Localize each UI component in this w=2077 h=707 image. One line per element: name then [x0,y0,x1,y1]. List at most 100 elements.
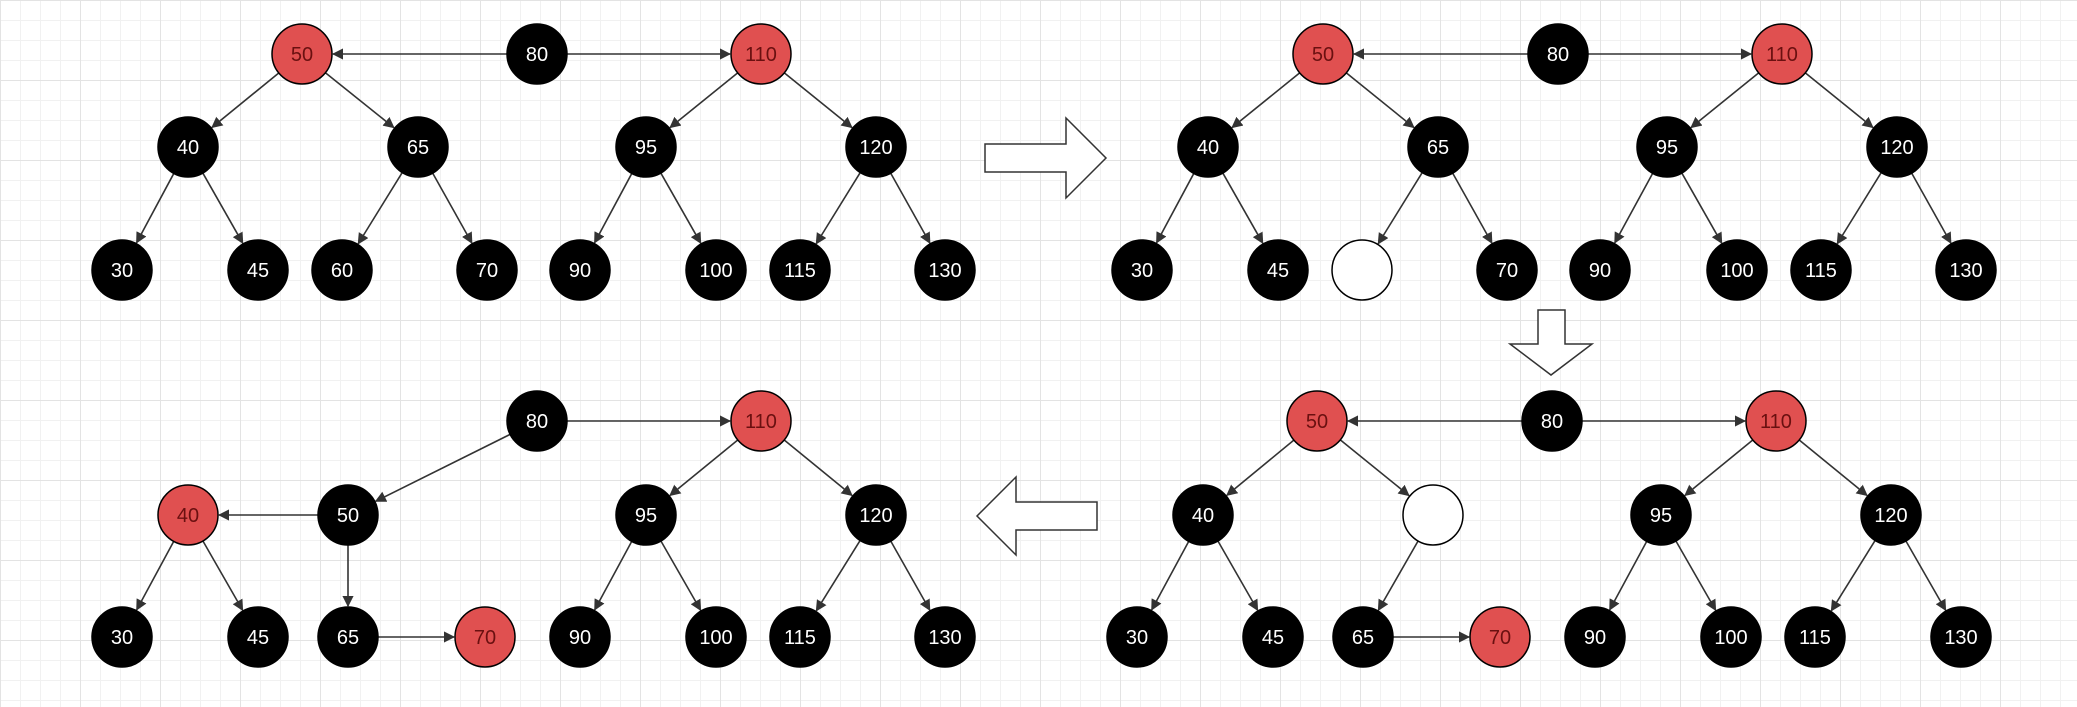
edge-110-to-120 [783,439,853,497]
tree-node-80: 80 [1521,390,1583,452]
node-label: 70 [1489,627,1511,649]
node-label: 120 [1880,137,1913,159]
node-label: 120 [1874,505,1907,527]
tree-node-115: 115 [1784,606,1846,668]
edge-110-to-95 [669,439,739,497]
tree-node-120: 120 [1866,116,1928,178]
node-circle [1527,23,1589,85]
node-label: 80 [526,44,548,66]
edge-95-to-100 [1675,540,1717,612]
edge-40-to-45 [202,172,244,245]
tree-node-30: 30 [91,239,153,301]
node-circle [1247,239,1309,301]
tree-node-90: 90 [1569,239,1631,301]
node-circle [1292,23,1354,85]
node-circle [730,23,792,85]
node-circle [685,239,747,301]
transition-arrow-left [975,475,1098,557]
node-label: 50 [1312,44,1334,66]
node-circle [506,23,568,85]
edge-120-to-130 [890,540,931,611]
node-circle [549,606,611,668]
node-label: 45 [247,627,269,649]
edge-110-to-95 [1690,72,1760,129]
tree-node-130: 130 [1930,606,1992,668]
edge-95-to-100 [660,540,702,612]
node-label: 130 [1944,627,1977,649]
tree-node-90: 90 [549,239,611,301]
node-circle [549,239,611,301]
tree-node-50: 50 [317,484,379,546]
tree-node-115: 115 [769,606,831,668]
edge-120-to-115 [815,172,861,245]
node-label: 45 [247,260,269,282]
node-label: 30 [111,627,133,649]
node-circle [227,239,289,301]
node-circle [1860,484,1922,546]
node-circle [1751,23,1813,85]
node-label: 70 [474,627,496,649]
tree-node-90: 90 [1564,606,1626,668]
node-label: 90 [569,260,591,282]
node-circle [1935,239,1997,301]
edge-50-to-65 [324,72,395,129]
edge-40-to-30 [135,173,175,244]
node-circle [769,239,831,301]
tree-node-40: 40 [157,484,219,546]
tree-node-130: 130 [914,239,976,301]
edge-40-to-30 [1155,173,1195,244]
transition-arrow-down [1507,309,1595,376]
node-label: 130 [1949,260,1982,282]
tree-node-100: 100 [1700,606,1762,668]
node-circle [311,239,373,301]
tree-node-95: 95 [1630,484,1692,546]
node-circle [1706,239,1768,301]
tree-node-70: 70 [456,239,518,301]
node-label: 115 [784,260,816,282]
tree-node-95: 95 [615,484,677,546]
tree-node-95: 95 [615,116,677,178]
node-circle [1564,606,1626,668]
node-label: 115 [1799,627,1831,649]
node-circle [685,606,747,668]
tree-node-45: 45 [1242,606,1304,668]
node-circle [227,606,289,668]
edge-65-to-e [1377,172,1423,245]
edge-95-to-90 [1609,541,1648,611]
tree-node-100: 100 [1706,239,1768,301]
node-label: 100 [699,627,732,649]
node-label: 30 [1131,260,1153,282]
edge-65-to-60 [357,172,403,245]
tree-node-115: 115 [769,239,831,301]
node-circle [1177,116,1239,178]
node-label: 95 [1650,505,1672,527]
node-circle [1745,390,1807,452]
node-circle [1521,390,1583,452]
tree-node-110: 110 [1751,23,1813,85]
tree-node-40: 40 [1172,484,1234,546]
edge-95-to-90 [593,173,633,244]
node-circle [1569,239,1631,301]
tree-node-65: 65 [1332,606,1394,668]
node-label: 40 [177,505,199,527]
edge-40-to-45 [1217,540,1259,612]
tree-node-110: 110 [730,23,792,85]
node-label: 100 [1720,260,1753,282]
node-circle [845,116,907,178]
edge-50-to-40 [211,72,280,129]
node-circle [91,239,153,301]
node-label: 90 [1584,627,1606,649]
node-label: 80 [1541,411,1563,433]
node-circle [1476,239,1538,301]
node-label: 95 [1656,137,1678,159]
node-label: 70 [1496,260,1518,282]
node-label: 115 [1805,260,1837,282]
node-circle [317,606,379,668]
edge-110-to-95 [669,72,739,129]
edge-120-to-115 [815,540,861,612]
node-label: 65 [337,627,359,649]
edge-120-to-130 [1910,172,1952,244]
edge-95-to-90 [594,541,633,611]
